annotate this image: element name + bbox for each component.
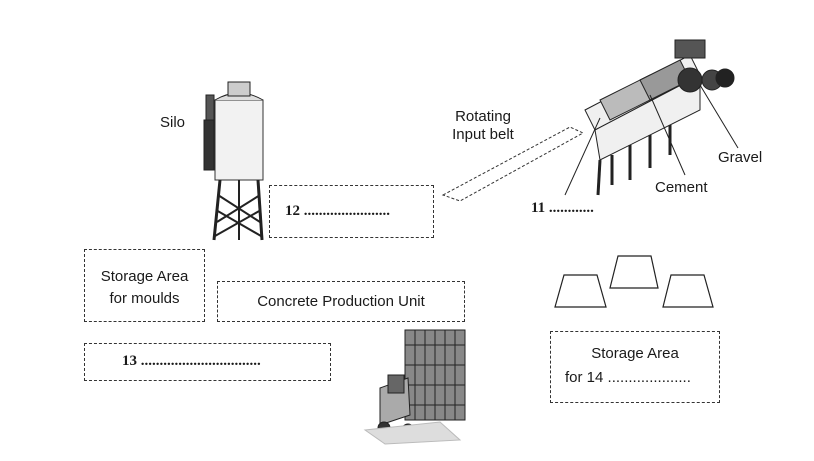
silo-label: Silo — [160, 114, 186, 131]
answer-box-12 — [269, 185, 434, 238]
storage-moulds-label: Storage Area for moulds — [84, 266, 205, 310]
rotating-belt-label-line1: Rotating — [455, 108, 511, 125]
answer-blank-11: 11 ............ — [531, 200, 594, 216]
storage-moulds-line2: for moulds — [109, 290, 180, 307]
answer-blank-13: 13 ................................ — [122, 353, 261, 369]
rotating-belt-outline — [441, 126, 585, 202]
rotating-belt-label: Rotating Input belt — [438, 108, 528, 144]
storage-moulds-box — [84, 249, 205, 322]
storage-14-box — [550, 331, 720, 403]
concrete-plant-illustration — [584, 39, 735, 196]
mould-shape — [554, 274, 607, 308]
storage-14-line1: Storage Area — [591, 345, 679, 362]
concrete-unit-label: Concrete Production Unit — [257, 293, 425, 310]
forklift-illustration — [363, 329, 466, 445]
pointer-lines — [564, 84, 739, 196]
answer-blank-12: 12 ....................... — [285, 203, 390, 219]
cement-label: Cement — [655, 179, 708, 196]
rotating-belt-label-line2: Input belt — [452, 126, 514, 143]
mould-shapes — [554, 255, 714, 308]
mould-shape — [662, 274, 714, 308]
concrete-unit-box — [217, 281, 465, 322]
storage-moulds-line1: Storage Area — [100, 268, 189, 285]
mould-shape — [609, 255, 659, 289]
storage-14-line2: for 14 .................... — [565, 369, 691, 386]
silo-illustration — [203, 81, 264, 241]
gravel-label: Gravel — [718, 149, 763, 166]
answer-box-13 — [84, 343, 331, 381]
